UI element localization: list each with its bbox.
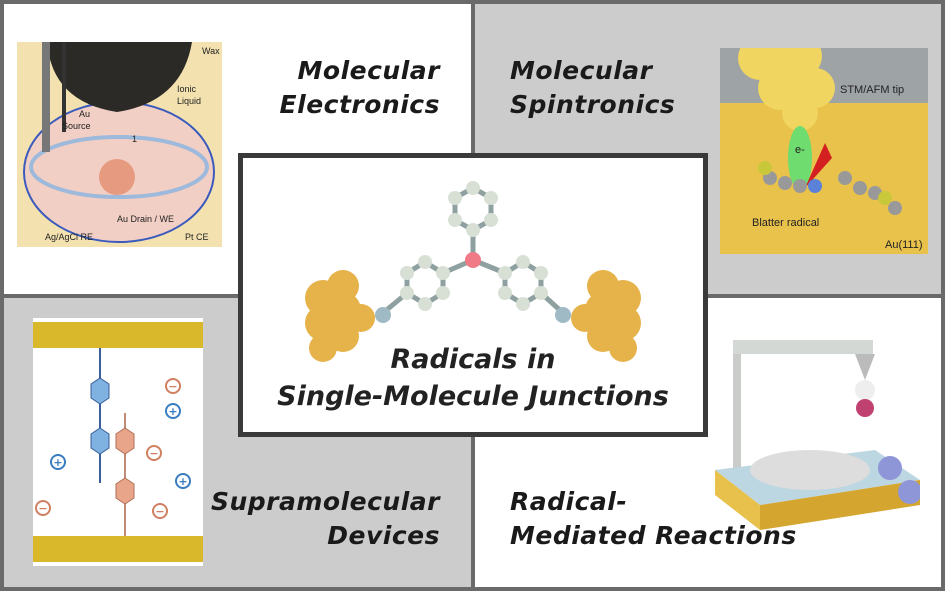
electrochemical-junction-figure: Wax Ionic Liquid Au Source 1 Au Drain / …	[17, 42, 222, 247]
label-liquid: Liquid	[177, 96, 201, 106]
label-au-drain: Au Drain / WE	[117, 214, 174, 224]
svg-text:+: +	[168, 405, 177, 418]
label-electron: e-	[795, 144, 805, 156]
heading-molecular-spintronics: Molecular Spintronics	[510, 54, 710, 122]
label-stm-afm-tip: STM/AFM tip	[840, 84, 904, 96]
label-wax: Wax	[202, 46, 220, 56]
heading-line-2: Mediated Reactions	[510, 521, 797, 550]
center-title-box: Radicals in Single-Molecule Junctions	[238, 153, 708, 437]
heading-radical-mediated-reactions: Radical- Mediated Reactions	[510, 485, 810, 553]
label-source: Source	[62, 121, 91, 131]
heading-line-2: Spintronics	[510, 90, 676, 119]
label-pt-ce: Pt CE	[185, 232, 209, 242]
heading-line-2: Devices	[327, 521, 440, 550]
heading-line-1: Radical-	[510, 487, 628, 516]
label-blatter-radical: Blatter radical	[752, 217, 819, 229]
heading-line-1: Molecular	[510, 56, 653, 85]
label-ag-agcl-re: Ag/AgCl RE	[45, 232, 93, 242]
stm-tip-figure: STM/AFM tip e- Blatter radical Au(111)	[720, 48, 928, 254]
heading-line-1: Molecular	[297, 56, 440, 85]
label-au111: Au(111)	[885, 239, 923, 251]
supramolecular-stack-figure: − + − + + − −	[33, 318, 203, 566]
svg-text:−: −	[149, 447, 158, 460]
svg-text:+: +	[53, 456, 62, 469]
heading-supramolecular-devices: Supramolecular Devices	[200, 485, 440, 553]
heading-line-2: Electronics	[279, 90, 440, 119]
radical-junction-molecule-figure	[305, 181, 641, 362]
label-ionic: Ionic	[177, 84, 197, 94]
svg-text:−: −	[155, 505, 164, 518]
label-au: Au	[79, 109, 90, 119]
svg-text:−: −	[168, 380, 177, 393]
center-title-line-2: Single-Molecule Junctions	[277, 381, 669, 412]
heading-molecular-electronics: Molecular Electronics	[240, 54, 440, 122]
label-molecule-1: 1	[132, 134, 137, 144]
svg-text:+: +	[178, 475, 187, 488]
afm-reaction-figure	[715, 340, 920, 530]
svg-text:−: −	[38, 502, 47, 515]
center-title-line-1: Radicals in	[390, 344, 556, 375]
heading-line-1: Supramolecular	[210, 487, 440, 516]
